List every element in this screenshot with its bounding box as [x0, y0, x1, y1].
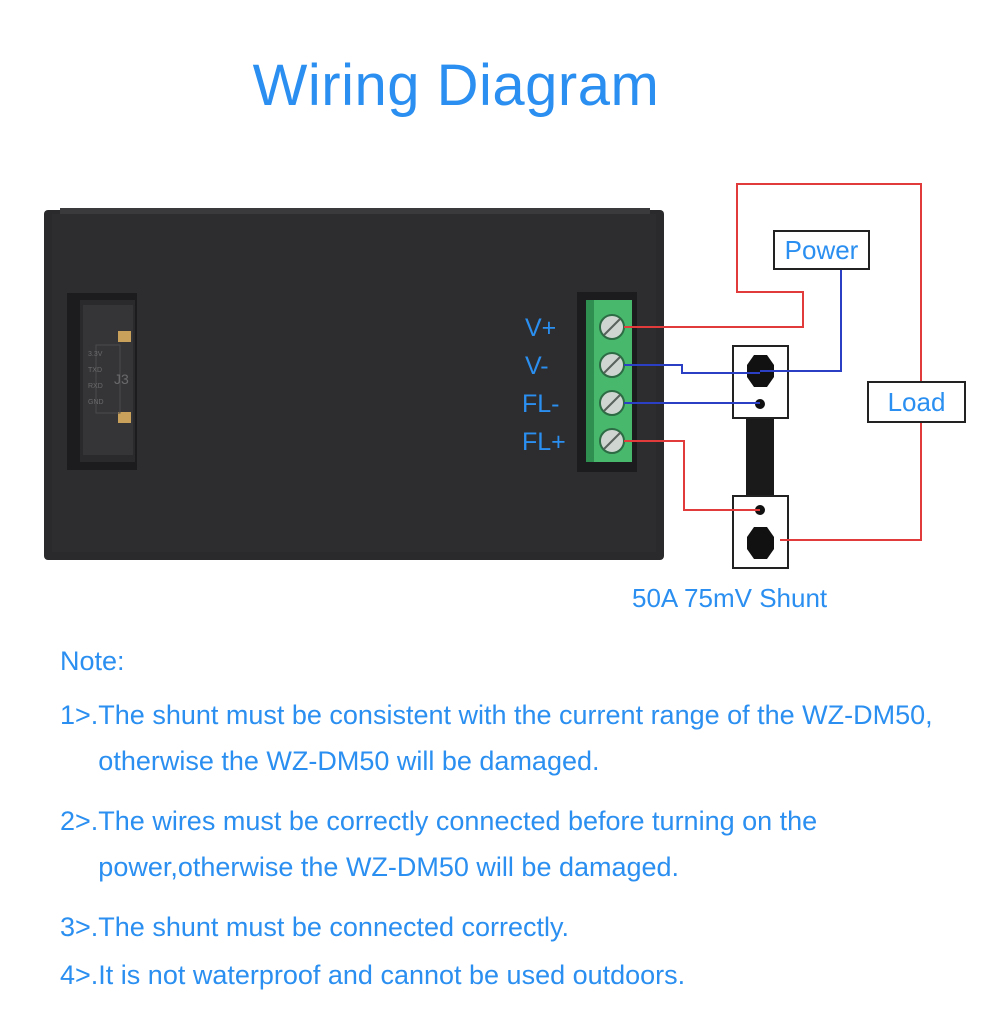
- pcb-pin-1: 3.3V: [88, 351, 103, 358]
- shunt-caption: 50A 75mV Shunt: [632, 583, 828, 613]
- terminal-screw-v-minus: [599, 352, 625, 378]
- shunt-bolt-bottom: [747, 527, 774, 559]
- shunt: [732, 345, 789, 569]
- pcb-connector-label: J3: [114, 371, 129, 387]
- terminal-label-v-plus: V+: [525, 314, 557, 342]
- terminal-screw-fl-minus: [599, 390, 625, 416]
- pcb-pin-4: GND: [88, 399, 104, 406]
- note-text: It is not waterproof and cannot be used …: [98, 960, 686, 990]
- wire-power-negative: [760, 266, 842, 372]
- note-number: 3>.: [60, 912, 99, 942]
- pcb-pin-2: TXD: [88, 367, 102, 374]
- meter-device: [44, 208, 664, 560]
- terminal-screw-fl-plus: [599, 428, 625, 454]
- notes-title: Note:: [60, 646, 125, 676]
- note-number: 1>.: [60, 700, 99, 730]
- note-item: 4>. It is not waterproof and cannot be u…: [60, 952, 960, 998]
- note-item: 3>. The shunt must be connected correctl…: [60, 904, 960, 950]
- terminal-label-v-minus: V-: [525, 352, 549, 380]
- note-item: 1>. The shunt must be consistent with th…: [60, 692, 960, 784]
- note-text: The shunt must be connected correctly.: [98, 912, 570, 942]
- terminal-label-fl-plus: FL+: [522, 428, 566, 456]
- pcb-window: 3.3V TXD RXD GND J3: [67, 293, 137, 470]
- diagram-title: Wiring Diagram: [252, 53, 660, 118]
- wire-v-plus: [624, 183, 922, 541]
- terminal-screw-v-plus: [599, 314, 625, 340]
- terminal-label-fl-minus: FL-: [522, 390, 560, 418]
- note-number: 4>.: [60, 960, 99, 990]
- note-number: 2>.: [60, 806, 99, 836]
- wire-v-minus: [624, 364, 760, 374]
- terminal-block: [577, 292, 637, 472]
- power-box: Power: [773, 230, 870, 270]
- load-box: Load: [867, 381, 966, 423]
- note-text: The wires must be correctly connected be…: [98, 806, 818, 882]
- pcb-pin-3: RXD: [88, 383, 103, 390]
- note-text: The shunt must be consistent with the cu…: [98, 700, 933, 776]
- notes-section: Note: 1>. The shunt must be consistent w…: [60, 646, 960, 1012]
- wires: [624, 183, 922, 541]
- wiring-diagram: 3.3V TXD RXD GND J3: [44, 183, 922, 569]
- wire-fl-plus: [624, 440, 760, 511]
- note-item: 2>. The wires must be correctly connecte…: [60, 798, 960, 890]
